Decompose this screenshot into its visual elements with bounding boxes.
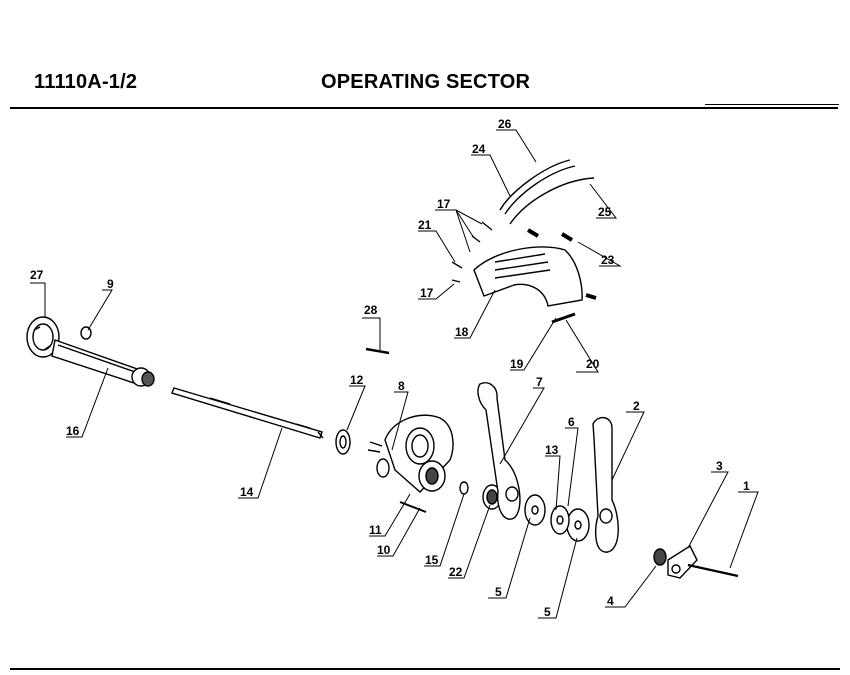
plate-part-3: [667, 544, 698, 579]
callout-24: 24: [472, 142, 486, 156]
nut-part-4: [653, 548, 667, 566]
hub-assembly-part-8: [367, 414, 454, 493]
callout-17-b: 17: [420, 286, 434, 300]
footer-rule: [10, 668, 840, 670]
fasteners-part-17-21-23: [451, 221, 597, 300]
o-ring-part-9: [80, 326, 92, 340]
callout-numbers: 1 2 3 4 5 5 6 7 8 9 10 11 12 13 14 15 16…: [30, 117, 750, 619]
shaft-part-14: [171, 387, 324, 439]
callout-12: 12: [350, 373, 364, 387]
callout-25: 25: [598, 205, 612, 219]
callout-18: 18: [455, 325, 469, 339]
callout-9: 9: [107, 277, 114, 291]
callout-2: 2: [633, 399, 640, 413]
part-code: 11110A-1/2: [34, 71, 138, 93]
leader-lines: [30, 129, 759, 619]
callout-3: 3: [716, 459, 723, 473]
callout-17-a: 17: [437, 197, 451, 211]
callout-10: 10: [377, 543, 391, 557]
callout-21: 21: [418, 218, 432, 232]
callout-19: 19: [510, 357, 524, 371]
pin-part-28: [365, 347, 390, 355]
disc-part-6-13: [550, 505, 570, 535]
washer-part-5-a: [524, 494, 546, 526]
callout-15: 15: [425, 553, 439, 567]
header-rule-right: [705, 104, 839, 105]
flange-part-27: [26, 316, 60, 358]
callout-13: 13: [545, 443, 559, 457]
callout-4: 4: [607, 594, 614, 608]
callout-5-a: 5: [495, 585, 502, 599]
screws-part-19-20: [551, 312, 576, 324]
callout-22: 22: [449, 565, 463, 579]
callout-11: 11: [369, 523, 382, 537]
callout-8: 8: [398, 379, 405, 393]
callout-5-b: 5: [544, 605, 551, 619]
callout-6: 6: [568, 415, 575, 429]
lever-part-2: [592, 417, 619, 553]
callout-23: 23: [601, 253, 615, 267]
page-title: OPERATING SECTOR: [321, 71, 531, 93]
header-rule: [10, 107, 838, 109]
lever-part-7: [477, 382, 521, 520]
callout-7: 7: [536, 375, 543, 389]
washer-part-12: [335, 429, 351, 455]
callout-20: 20: [586, 357, 600, 371]
callout-26: 26: [498, 117, 512, 131]
callout-28: 28: [364, 303, 378, 317]
callout-16: 16: [66, 424, 80, 438]
sleeve-shaft-part-16: [51, 339, 155, 387]
callout-1: 1: [743, 479, 750, 493]
sector-cover-part-18: [473, 246, 583, 307]
callout-27: 27: [30, 268, 44, 282]
washer-part-5-b: [566, 508, 590, 542]
bolt-part-1: [687, 563, 739, 578]
bearing-part-22: [482, 484, 502, 510]
arcs-part-24-25-26: [499, 159, 595, 225]
callout-14: 14: [240, 485, 254, 499]
ring-part-15: [459, 481, 469, 495]
